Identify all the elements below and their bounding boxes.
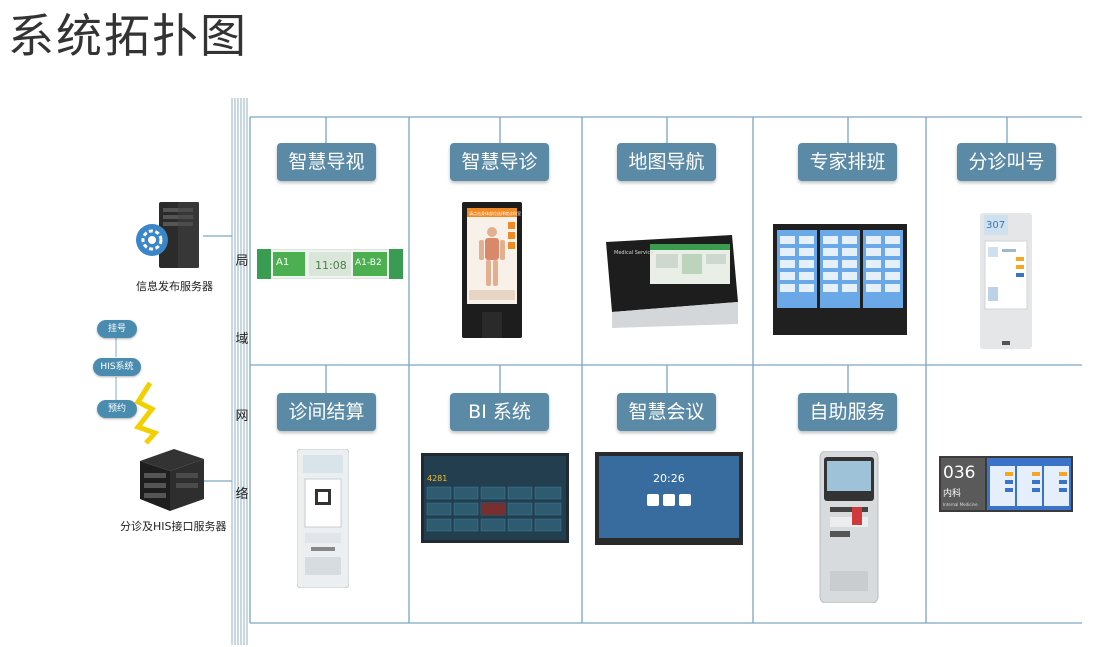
meeting-panel-device: 20:26 [595, 452, 743, 545]
register-node: 挂号 [97, 320, 137, 338]
bi-screen-device: 4281 [421, 453, 569, 543]
his-server-label: 分诊及HIS接口服务器 [120, 520, 227, 533]
category-triage-call[interactable]: 分诊叫号 [957, 143, 1056, 181]
appointment-node: 预约 [97, 400, 137, 418]
category-map-navigation[interactable]: 地图导航 [617, 143, 716, 181]
map-navigation-device: Medical Service [606, 235, 738, 328]
lan-char-4: 络 [235, 487, 249, 502]
lan-char-2: 域 [235, 332, 249, 347]
dept-number-text: 036 [943, 463, 975, 483]
category-smart-guide-diag[interactable]: 智慧导诊 [450, 143, 549, 181]
info-server-label: 信息发布服务器 [136, 280, 213, 293]
guide-sign-device: A1 11:08 A1-B2 [257, 249, 403, 279]
his-system-node: HIS系统 [93, 358, 141, 376]
category-smart-meeting[interactable]: 智慧会议 [617, 393, 716, 431]
his-server-icon [140, 449, 204, 511]
lan-char-3: 网 [235, 409, 249, 424]
kiosk-header-text: 请点击身体部位选择就诊科室 [469, 210, 521, 216]
category-bi-system[interactable]: BI 系统 [450, 393, 549, 431]
guide-left-text: A1 [276, 257, 289, 268]
dept-en-text: Internal Medicine [943, 502, 978, 507]
department-sign-device: 036 内科 Internal Medicine [939, 456, 1073, 512]
lan-char-1: 局 [235, 254, 249, 269]
vertical-kiosk-device: 请点击身体部位选择就诊科室 [462, 202, 522, 338]
self-service-kiosk-device [819, 451, 879, 603]
page-title: 系统拓扑图 [8, 9, 248, 63]
category-expert-schedule[interactable]: 专家排班 [798, 143, 897, 181]
dept-name-text: 内科 [943, 487, 961, 499]
meeting-time-text: 20:26 [653, 472, 685, 485]
map-title-text: Medical Service [614, 250, 653, 256]
info-server-icon [136, 202, 199, 268]
guide-time-text: 11:08 [315, 259, 347, 272]
category-smart-guide-view[interactable]: 智慧导视 [277, 143, 376, 181]
category-consult-checkout[interactable]: 诊间结算 [277, 393, 376, 431]
expert-schedule-device [773, 224, 907, 335]
triage-room-text: 307 [986, 220, 1005, 231]
checkout-kiosk-device [297, 449, 349, 588]
guide-right-text: A1-B2 [355, 258, 382, 268]
category-self-service[interactable]: 自助服务 [798, 393, 897, 431]
triage-terminal-device: 307 [980, 213, 1032, 349]
bi-count-text: 4281 [427, 474, 447, 483]
